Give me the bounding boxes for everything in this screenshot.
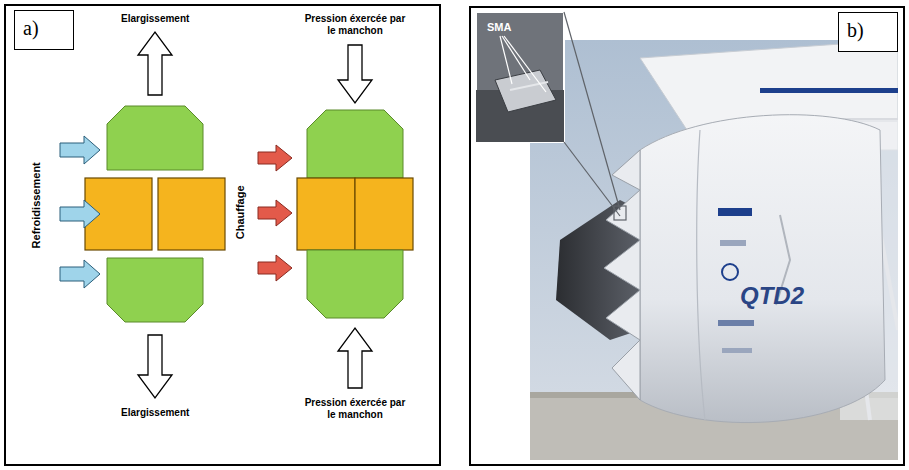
panel-letter-box: b) [838, 12, 898, 52]
heating-arrows [258, 145, 292, 281]
zoom-marker [614, 206, 626, 220]
inset-photo [476, 12, 564, 142]
inset-label: SMA [487, 21, 511, 34]
cooling-arrows [60, 136, 100, 288]
effect-label: Pression éxercée par le manchon [300, 13, 410, 36]
hollow-arrow [138, 32, 172, 95]
sma-actuator [510, 82, 548, 90]
engine-photo [530, 40, 898, 460]
tube-part [355, 178, 413, 250]
sleeve-half [307, 250, 403, 318]
tube-part [158, 178, 225, 250]
process-label: Refroidissement [30, 162, 43, 248]
effect-label: Elargissement [121, 407, 189, 419]
process-label: Chauffage [234, 185, 247, 239]
zoom-line [564, 12, 620, 216]
tube-part [297, 178, 355, 250]
panel-letter: a) [23, 17, 39, 40]
panel-letter-box: a) [14, 10, 74, 50]
sleeve-half [107, 106, 203, 170]
panel-letter: b) [847, 19, 864, 42]
hollow-arrow [138, 335, 172, 398]
panel-frame [5, 5, 440, 465]
panel-frame [470, 7, 904, 465]
leader-line [500, 36, 546, 92]
hollow-arrow [338, 45, 372, 103]
sleeve-half [107, 258, 203, 322]
effect-label: Elargissement [121, 13, 189, 25]
hollow-arrow [338, 328, 372, 388]
sma-actuator [495, 70, 556, 112]
effect-label: Pression éxercée par le manchon [300, 397, 410, 420]
engine-marking: QTD2 [740, 282, 804, 310]
sleeve-half [307, 110, 403, 178]
